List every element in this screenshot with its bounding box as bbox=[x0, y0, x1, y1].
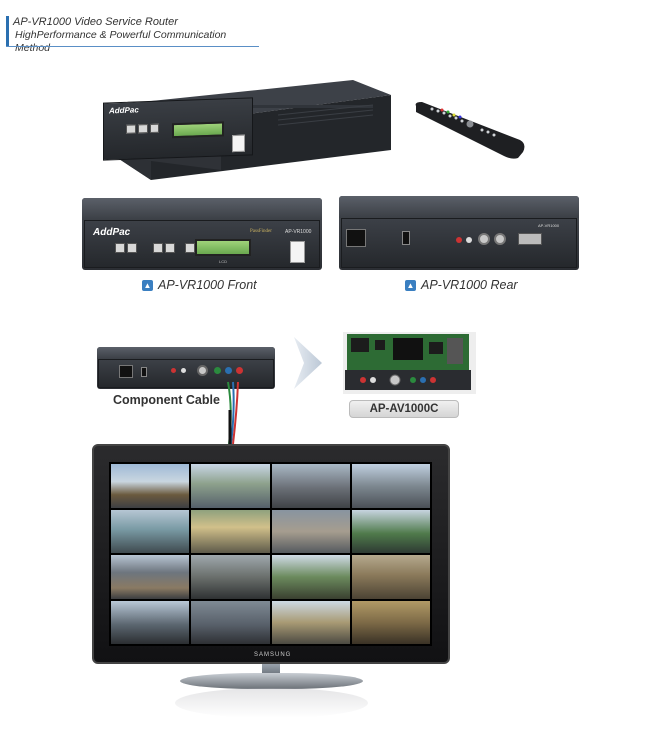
rear-view-device: AP-VR1000 bbox=[339, 196, 579, 270]
power-switch bbox=[402, 231, 410, 245]
component-cable-label: Component Cable bbox=[113, 393, 220, 407]
video-tile bbox=[271, 509, 350, 553]
video-tile bbox=[351, 600, 430, 644]
video-tile bbox=[111, 555, 190, 599]
bnc-port-1 bbox=[478, 233, 490, 245]
av-card-image bbox=[343, 332, 476, 394]
video-tile bbox=[271, 600, 350, 644]
front-lan-port-2 bbox=[127, 243, 137, 253]
front-caption-text: AP-VR1000 Front bbox=[158, 278, 257, 292]
av-card-label: AP-AV1000C bbox=[349, 400, 459, 418]
lan-port-2 bbox=[138, 124, 148, 134]
remote-control-image bbox=[415, 102, 525, 159]
audio-port-2 bbox=[466, 237, 472, 243]
power-socket bbox=[346, 229, 366, 247]
chevron-up-icon: ▲ bbox=[405, 279, 416, 291]
bnc-port-2 bbox=[494, 233, 506, 245]
video-tile bbox=[351, 464, 430, 508]
page-header: AP-VR1000 Video Service Router HighPerfo… bbox=[6, 16, 259, 54]
video-tile bbox=[111, 600, 190, 644]
component-cable-wire bbox=[227, 381, 239, 445]
front-view-device: AddPac PassFinder AP-VR1000 LCD bbox=[82, 198, 322, 270]
component-device bbox=[97, 347, 275, 389]
audio-port bbox=[456, 237, 462, 243]
chevron-up-icon: ▲ bbox=[142, 279, 153, 291]
lan-port-1 bbox=[126, 124, 136, 134]
video-tile bbox=[351, 509, 430, 553]
front-brand: AddPac bbox=[93, 227, 131, 238]
video-tile bbox=[191, 464, 270, 508]
video-tile bbox=[271, 555, 350, 599]
video-tile bbox=[191, 555, 270, 599]
front-console-port bbox=[185, 243, 195, 253]
rear-caption: ▲ AP-VR1000 Rear bbox=[405, 278, 518, 292]
video-tile bbox=[111, 464, 190, 508]
tv-screen bbox=[109, 462, 432, 646]
front-power-button bbox=[290, 241, 305, 263]
tv-monitor: SAMSUNG bbox=[92, 444, 450, 664]
page-subtitle: HighPerformance & Powerful Communication… bbox=[15, 29, 227, 54]
front-lan-port-1 bbox=[115, 243, 125, 253]
front-caption: ▲ AP-VR1000 Front bbox=[142, 278, 257, 292]
rear-model: AP-VR1000 bbox=[538, 223, 560, 228]
page-title: AP-VR1000 Video Service Router bbox=[13, 16, 178, 28]
controller-port bbox=[518, 233, 542, 245]
tv-brand: SAMSUNG bbox=[254, 652, 292, 658]
video-tile bbox=[191, 600, 270, 644]
front-act-port-2 bbox=[165, 243, 175, 253]
front-series: PassFinder bbox=[250, 229, 272, 234]
console-port bbox=[150, 123, 159, 133]
video-tile bbox=[111, 509, 190, 553]
tv-stand-reflection bbox=[175, 688, 368, 718]
video-tile bbox=[191, 509, 270, 553]
power-button bbox=[232, 134, 245, 153]
front-lcd-label: LCD bbox=[219, 259, 228, 264]
chevron-right-icon bbox=[294, 337, 322, 389]
main-device-brand: AddPac bbox=[109, 105, 139, 116]
front-model: AP-VR1000 bbox=[285, 229, 312, 235]
front-lcd bbox=[195, 239, 251, 256]
main-device-lcd bbox=[172, 121, 224, 139]
video-tile bbox=[351, 555, 430, 599]
header-divider bbox=[6, 46, 259, 47]
main-device-front: AddPac bbox=[103, 97, 253, 161]
video-tile bbox=[271, 464, 350, 508]
tv-stand-base bbox=[180, 673, 363, 689]
front-act-port bbox=[153, 243, 163, 253]
rear-caption-text: AP-VR1000 Rear bbox=[421, 278, 518, 292]
